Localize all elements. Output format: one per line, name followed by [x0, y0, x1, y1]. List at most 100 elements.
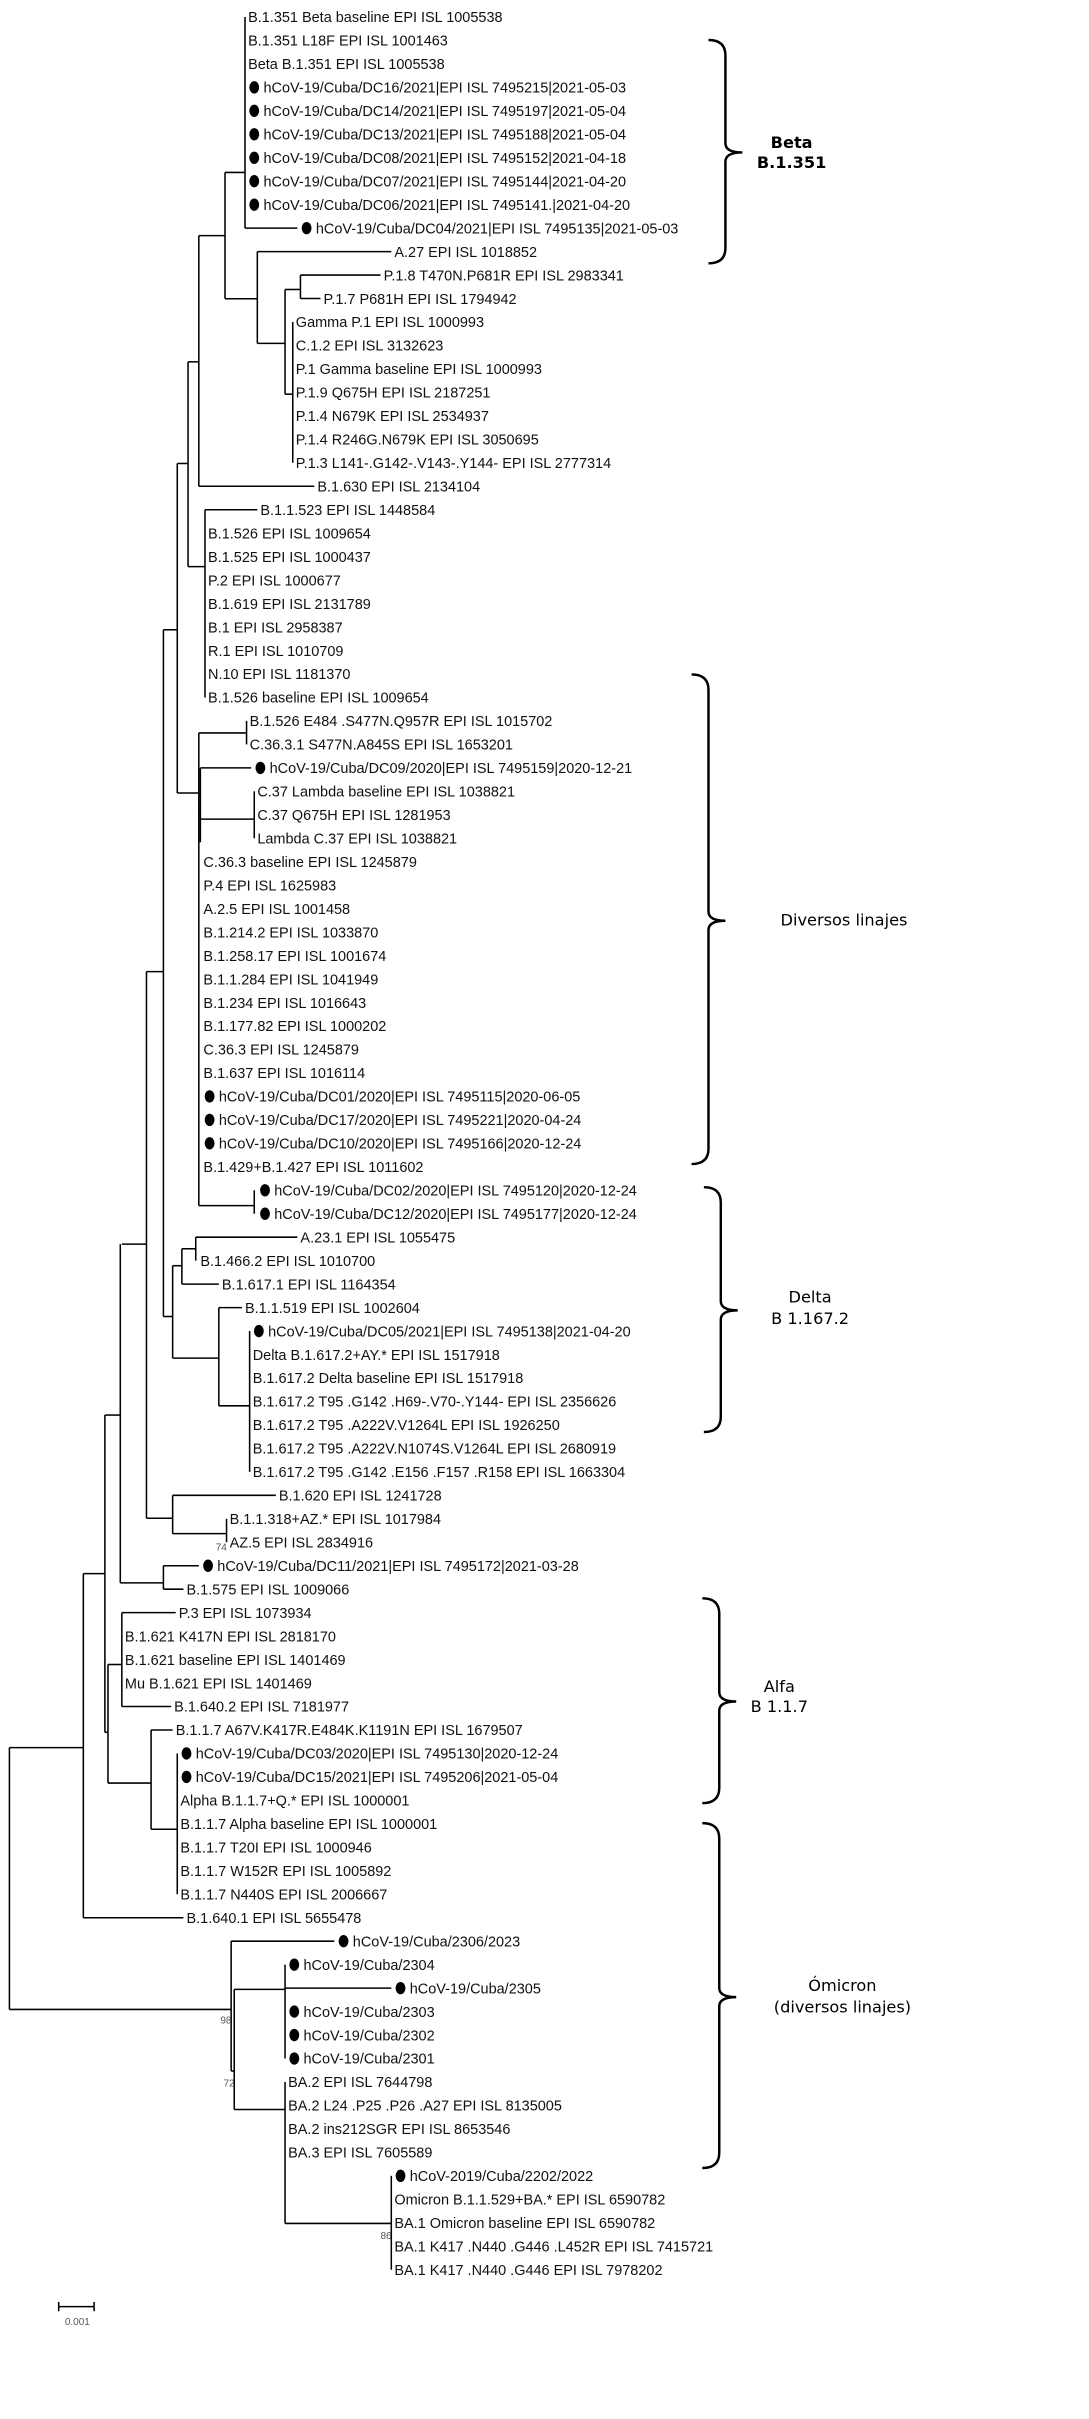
tree-leaf: hCoV-19/Cuba/DC14/2021|EPI ISL 7495197|2… [249, 104, 626, 120]
leaf-label: hCoV-19/Cuba/DC08/2021|EPI ISL 7495152|2… [263, 151, 626, 167]
brace-beta [708, 38, 743, 265]
leaf-label: A.23.1 EPI ISL 1055475 [300, 1230, 455, 1246]
leaf-label: B.1.1.284 EPI ISL 1041949 [203, 972, 378, 988]
leaf-label: P.1.4 N679K EPI ISL 2534937 [296, 409, 489, 425]
tree-leaf: P.1.3 L141-.G142-.V143-.Y144- EPI ISL 27… [296, 456, 611, 472]
tree-leaf: Beta B.1.351 EPI ISL 1005538 [248, 57, 445, 73]
leaf-label: AZ.5 EPI ISL 2834916 [230, 1535, 373, 1551]
leaf-label: P.2 EPI ISL 1000677 [208, 573, 341, 589]
leaf-label: hCoV-19/Cuba/2302 [304, 2028, 435, 2044]
leaf-label: Gamma P.1 EPI ISL 1000993 [296, 315, 484, 331]
tree-leaf: B.1.1.519 EPI ISL 1002604 [218, 1301, 420, 1317]
tree-leaf: B.1.526 baseline EPI ISL 1009654 [208, 691, 429, 707]
leaf-label: B.1 EPI ISL 2958387 [208, 620, 343, 636]
leaf-label: B.1.617.2 T95 .G142 .E156 .F157 .R158 EP… [253, 1465, 625, 1481]
tree-leaf: P.1.8 T470N.P681R EPI ISL 2983341 [300, 268, 624, 284]
leaf-label: hCoV-19/Cuba/2301 [304, 2052, 435, 2068]
filled-circle-icon [260, 1207, 270, 1220]
tree-leaf: A.2.5 EPI ISL 1001458 [203, 902, 350, 918]
leaf-label: R.1 EPI ISL 1010709 [208, 644, 343, 660]
leaf-label: B.1.621 K417N EPI ISL 2818170 [125, 1629, 336, 1645]
tree-leaf: B.1.617.2 T95 .A222V.V1264L EPI ISL 1926… [253, 1418, 560, 1434]
clade-braces [691, 38, 743, 2170]
leaf-label: Beta B.1.351 EPI ISL 1005538 [248, 57, 445, 73]
leaf-label: B.1.637 EPI ISL 1016114 [203, 1066, 365, 1082]
leaf-label: A.2.5 EPI ISL 1001458 [203, 902, 350, 918]
leaf-label: P.1.4 R246G.N679K EPI ISL 3050695 [296, 433, 539, 449]
leaf-label: B.1.1.519 EPI ISL 1002604 [245, 1301, 420, 1317]
leaf-label: hCoV-19/Cuba/DC07/2021|EPI ISL 7495144|2… [263, 174, 626, 190]
tree-leaf: BA.3 EPI ISL 7605589 [288, 2146, 432, 2162]
tree-leaf: B.1.1.318+AZ.* EPI ISL 1017984 [230, 1512, 441, 1528]
leaf-label: B.1.617.2 Delta baseline EPI ISL 1517918 [253, 1371, 524, 1387]
filled-circle-icon [289, 1958, 300, 1971]
leaf-label: C.37 Q675H EPI ISL 1281953 [257, 808, 450, 824]
leaf-label: B.1.466.2 EPI ISL 1010700 [200, 1254, 375, 1270]
tree-leaf: BA.2 EPI ISL 7644798 [288, 2075, 432, 2091]
tree-leaf: B.1.1.7 W152R EPI ISL 1005892 [180, 1864, 391, 1880]
leaf-label: hCoV-19/Cuba/DC10/2020|EPI ISL 7495166|2… [219, 1137, 582, 1153]
leaf-label: Mu B.1.621 EPI ISL 1401469 [125, 1676, 312, 1692]
tree-leaf: hCoV-19/Cuba/2306/2023 [231, 1934, 520, 1950]
leaf-label: hCoV-19/Cuba/DC06/2021|EPI ISL 7495141.|… [263, 198, 630, 214]
leaf-label: B.1.617.1 EPI ISL 1164354 [222, 1277, 396, 1293]
leaf-label: hCoV-19/Cuba/2303 [304, 2005, 435, 2021]
clade-label-beta: Beta B.1.351 [757, 133, 827, 172]
leaf-label: B.1.1.7 Alpha baseline EPI ISL 1000001 [180, 1817, 437, 1833]
tree-leaf: C.36.3.1 S477N.A845S EPI ISL 1653201 [250, 738, 513, 754]
leaf-label: B.1.640.1 EPI ISL 5655478 [187, 1911, 362, 1927]
filled-circle-icon [249, 128, 260, 141]
tree-leaf: hCoV-19/Cuba/DC02/2020|EPI ISL 7495120|2… [260, 1183, 637, 1199]
filled-circle-icon [249, 198, 260, 211]
tree-leaf: Delta B.1.617.2+AY.* EPI ISL 1517918 [253, 1348, 500, 1364]
tree-leaf: hCoV-2019/Cuba/2202/2022 [395, 2169, 593, 2185]
tree-leaf: hCoV-19/Cuba/DC12/2020|EPI ISL 7495177|2… [260, 1207, 637, 1223]
leaf-label: C.36.3 baseline EPI ISL 1245879 [203, 855, 416, 871]
tree-leaf: hCoV-19/Cuba/DC11/2021|EPI ISL 7495172|2… [163, 1559, 579, 1575]
filled-circle-icon [249, 81, 260, 94]
tree-leaf: C.37 Lambda baseline EPI ISL 1038821 [257, 785, 515, 801]
scale-bar-label: 0.001 [65, 2317, 90, 2328]
tree-leaf: B.1.1.7 Alpha baseline EPI ISL 1000001 [180, 1817, 437, 1833]
tree-leaf: hCoV-19/Cuba/DC10/2020|EPI ISL 7495166|2… [204, 1137, 582, 1153]
filled-circle-icon [203, 1559, 213, 1572]
leaf-label: B.1.1.7 A67V.K417R.E484K.K1191N EPI ISL … [176, 1723, 523, 1739]
clade-name: Ómicron [808, 1976, 876, 1995]
tree-leaf: hCoV-19/Cuba/DC13/2021|EPI ISL 7495188|2… [249, 128, 626, 144]
bootstrap-label: 72 [223, 2078, 235, 2089]
leaf-label: B.1.617.2 T95 .A222V.N1074S.V1264L EPI I… [253, 1442, 616, 1458]
tree-leaf: hCoV-19/Cuba/DC16/2021|EPI ISL 7495215|2… [249, 81, 626, 97]
tree-leaf: B.1.429+B.1.427 EPI ISL 1011602 [203, 1160, 423, 1176]
leaf-label: hCoV-19/Cuba/DC14/2021|EPI ISL 7495197|2… [263, 104, 626, 120]
clade-name: Diversos linajes [781, 910, 908, 929]
leaf-label: C.36.3 EPI ISL 1245879 [203, 1043, 359, 1059]
filled-circle-icon [260, 1184, 270, 1197]
scale-bar: 0.001 [57, 2301, 95, 2328]
leaf-label: B.1.351 Beta baseline EPI ISL 1005538 [248, 10, 502, 26]
tree-leaf: A.23.1 EPI ISL 1055475 [195, 1230, 455, 1246]
tree-leaf: C.37 Q675H EPI ISL 1281953 [257, 808, 450, 824]
filled-circle-icon [395, 1981, 406, 1995]
leaf-label: P.1 Gamma baseline EPI ISL 1000993 [296, 362, 542, 378]
filled-circle-icon [249, 104, 260, 117]
brace-omicron [702, 1821, 737, 2170]
leaf-label: B.1.526 baseline EPI ISL 1009654 [208, 691, 429, 707]
tree-leaf: C.36.3 baseline EPI ISL 1245879 [203, 855, 416, 871]
leaf-label: hCoV-19/Cuba/DC02/2020|EPI ISL 7495120|2… [274, 1183, 637, 1199]
leaf-label: B.1.630 EPI ISL 2134104 [317, 479, 480, 495]
filled-circle-icon [204, 1113, 215, 1127]
leaf-label: Omicron B.1.1.529+BA.* EPI ISL 6590782 [394, 2193, 665, 2209]
leaf-label: P.1.8 T470N.P681R EPI ISL 2983341 [384, 268, 624, 284]
tree-leaf: hCoV-19/Cuba/DC05/2021|EPI ISL 7495138|2… [253, 1324, 631, 1340]
tree-leaf: B.1.637 EPI ISL 1016114 [203, 1066, 365, 1082]
tree-leaf: P.1.4 N679K EPI ISL 2534937 [296, 409, 489, 425]
tree-leaf: hCoV-19/Cuba/DC09/2020|EPI ISL 7495159|2… [200, 761, 632, 777]
clade-label-alfa: Alfa B 1.1.7 [751, 1677, 808, 1716]
leaf-label: hCoV-19/Cuba/DC03/2020|EPI ISL 7495130|2… [196, 1747, 559, 1763]
tree-leaf: B.1.630 EPI ISL 2134104 [198, 479, 480, 495]
tree-leaf: Gamma P.1 EPI ISL 1000993 [296, 315, 484, 331]
leaf-label: B.1.1.7 W152R EPI ISL 1005892 [180, 1864, 391, 1880]
leaf-label: BA.2 ins212SGR EPI ISL 8653546 [288, 2122, 510, 2138]
tree-leaf: N.10 EPI ISL 1181370 [208, 667, 350, 683]
tree-leaf: B.1.575 EPI ISL 1009066 [163, 1582, 349, 1598]
